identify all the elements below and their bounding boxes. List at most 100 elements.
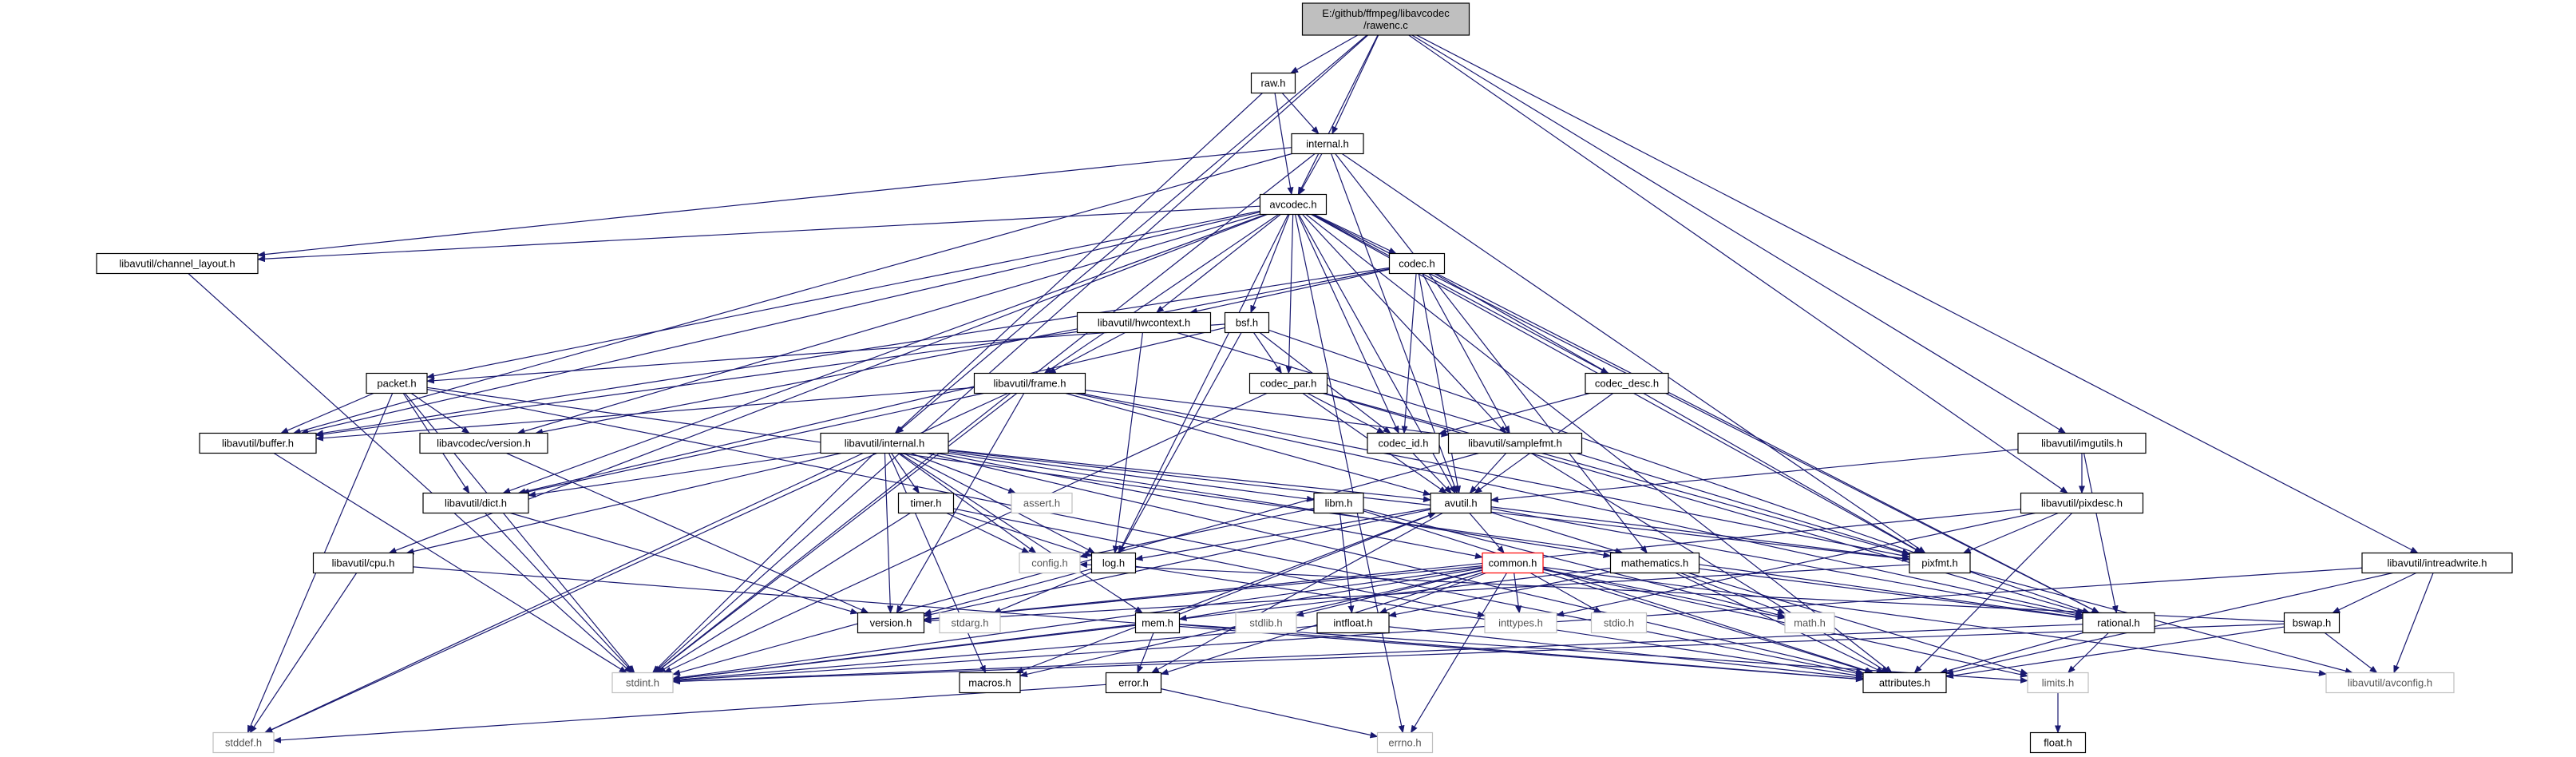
node-mathematics[interactable]: mathematics.h (1609, 552, 1700, 574)
node-cpu[interactable]: libavutil/cpu.h (312, 552, 414, 574)
edge-intreadwrite-to-attributes (1945, 572, 2393, 676)
edge-bsf-to-packet (426, 323, 1225, 384)
node-box (973, 372, 1086, 394)
node-mem[interactable]: mem.h (1134, 612, 1181, 634)
node-codec_par[interactable]: codec_par.h (1248, 372, 1328, 394)
edge-layer (188, 34, 2434, 743)
node-box (611, 672, 674, 694)
node-avc_version[interactable]: libavcodec/version.h (419, 432, 548, 454)
node-label: limits.h (2042, 677, 2074, 689)
node-stdlib: stdlib.h (1235, 612, 1297, 634)
node-label: packet.h (377, 378, 416, 390)
node-rational[interactable]: rational.h (2082, 612, 2155, 634)
node-label: math.h (1794, 617, 1826, 629)
node-pixfmt[interactable]: pixfmt.h (1909, 552, 1971, 574)
node-codec_desc[interactable]: codec_desc.h (1585, 372, 1669, 394)
edge-codec-to-hwcontext (1189, 268, 1390, 315)
node-label: errno.h (1388, 737, 1421, 749)
edge-common-to-intfloat (1379, 572, 1486, 614)
edge-avu_internal-to-dict (528, 452, 821, 497)
node-codec_id[interactable]: codec_id.h (1367, 432, 1440, 454)
node-bsf[interactable]: bsf.h (1224, 311, 1270, 334)
edge-pixdesc-to-version (923, 509, 2021, 622)
node-box (422, 492, 529, 514)
edge-avu_internal-to-macros (888, 453, 987, 674)
edge-avcodec-to-avc_version (516, 213, 1260, 434)
node-intreadwrite[interactable]: libavutil/intreadwrite.h (2361, 552, 2513, 574)
edge-avutil-to-mathematics (1490, 512, 1624, 554)
node-box (96, 252, 259, 275)
node-box (1105, 672, 1162, 694)
node-label: stdarg.h (952, 617, 989, 629)
node-frame[interactable]: libavutil/frame.h (973, 372, 1086, 394)
edge-channel_layout-to-stdint (188, 273, 632, 674)
edge-codec-to-codec_id (1401, 273, 1417, 434)
node-avutil[interactable]: avutil.h (1430, 492, 1492, 514)
edge-avcodec-to-codec_id (1297, 214, 1399, 434)
edge-mathematics-to-rational (1699, 568, 2083, 621)
node-attributes[interactable]: attributes.h (1862, 672, 1947, 694)
edge-codec_id-to-avutil (1412, 453, 1452, 494)
edge-rational-to-stdint (672, 624, 2083, 685)
node-label: bswap.h (2293, 617, 2331, 629)
node-common[interactable]: common.h (1482, 552, 1544, 574)
node-packet[interactable]: packet.h (366, 372, 428, 394)
node-box (1301, 2, 1470, 36)
node-box (199, 432, 317, 454)
edge-timer-to-inttypes (953, 508, 1486, 618)
edge-avutil-to-log (1134, 507, 1431, 561)
node-error[interactable]: error.h (1105, 672, 1162, 694)
node-bswap[interactable]: bswap.h (2283, 612, 2341, 634)
node-label: libavutil/samplefmt.h (1468, 438, 1562, 450)
node-hwcontext[interactable]: libavutil/hwcontext.h (1076, 311, 1212, 334)
node-imgutils[interactable]: libavutil/imgutils.h (2017, 432, 2147, 454)
node-label: libavutil/dict.h (445, 497, 507, 509)
node-box (1484, 612, 1557, 634)
edge-mem-to-limits (1179, 624, 2028, 684)
node-label: internal.h (1306, 138, 1348, 150)
node-timer[interactable]: timer.h (897, 492, 955, 514)
node-label: libm.h (1325, 497, 1353, 509)
edge-intreadwrite-to-avconfig (2393, 573, 2434, 674)
edge-avcodec-to-frame (1043, 214, 1279, 375)
edge-avcodec-to-bsf (1250, 214, 1290, 314)
edge-log-to-version (923, 568, 1092, 616)
node-pixdesc[interactable]: libavutil/pixdesc.h (2020, 492, 2144, 514)
edge-avcodec-to-samplefmt (1302, 214, 1507, 434)
node-label: assert.h (1023, 497, 1060, 509)
edge-avutil-to-version (923, 509, 1431, 618)
node-box (1367, 432, 1440, 454)
node-macros[interactable]: macros.h (959, 672, 1021, 694)
node-dict[interactable]: libavutil/dict.h (422, 492, 529, 514)
edge-mathematics-to-math (1680, 572, 1786, 614)
node-label: codec.h (1399, 258, 1435, 270)
edge-avu_internal-to-common (936, 452, 1483, 560)
node-codec[interactable]: codec.h (1388, 252, 1446, 275)
edge-bsf-to-codec_par (1253, 332, 1283, 375)
node-buffer[interactable]: libavutil/buffer.h (199, 432, 317, 454)
node-raw[interactable]: raw.h (1250, 72, 1296, 94)
edge-frame-to-rational (1074, 392, 2083, 617)
edge-samplefmt-to-avutil (1469, 453, 1507, 494)
node-float[interactable]: float.h (2029, 731, 2087, 754)
node-label: raw.h (1260, 77, 1285, 89)
edge-timer-to-log (953, 511, 1093, 557)
node-log[interactable]: log.h (1090, 552, 1137, 574)
edge-raw-to-avcodec (1274, 93, 1294, 196)
node-label: version.h (870, 617, 912, 629)
node-libm[interactable]: libm.h (1313, 492, 1364, 514)
node-channel_layout[interactable]: libavutil/channel_layout.h (96, 252, 259, 275)
node-label: error.h (1118, 677, 1149, 689)
node-box (1609, 552, 1700, 574)
edge-codec_par-to-pixfmt (1324, 392, 1910, 556)
edge-mem-to-avutil (1179, 512, 1437, 615)
node-samplefmt[interactable]: libavutil/samplefmt.h (1447, 432, 1583, 454)
node-intfloat[interactable]: intfloat.h (1316, 612, 1390, 634)
edge-codec_par-to-rational (1323, 392, 2085, 614)
node-internal[interactable]: internal.h (1291, 133, 1364, 155)
node-avcodec[interactable]: avcodec.h (1259, 193, 1328, 216)
node-avu_internal[interactable]: libavutil/internal.h (820, 432, 949, 454)
node-version[interactable]: version.h (857, 612, 925, 634)
node-box (212, 731, 275, 754)
edge-avu_internal-to-timer (891, 453, 920, 494)
